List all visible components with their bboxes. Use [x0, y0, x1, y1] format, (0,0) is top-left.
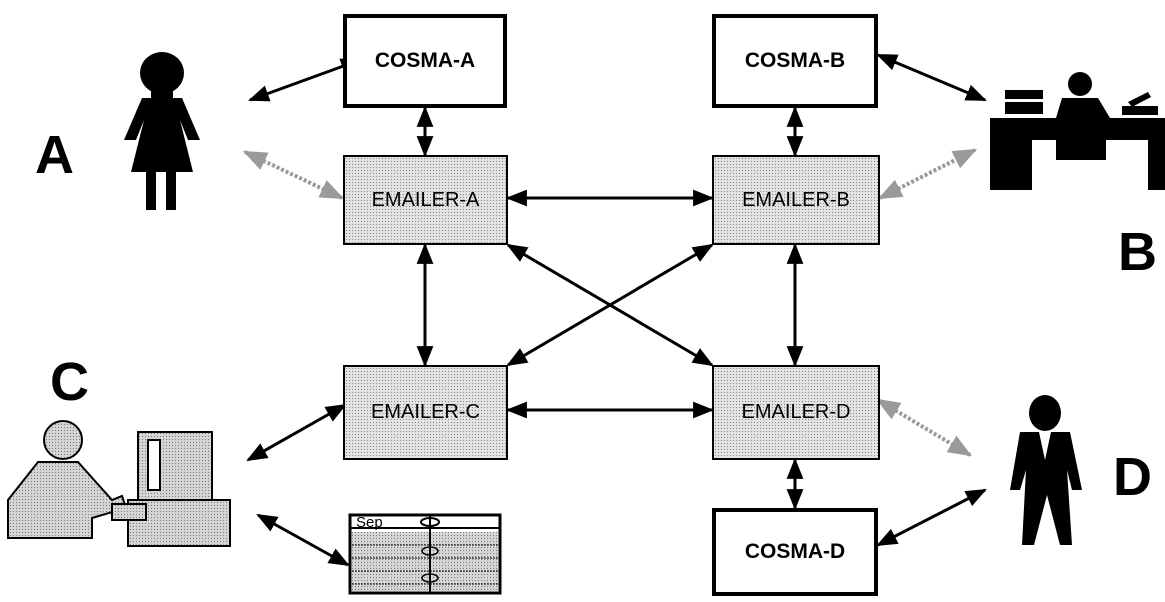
- actor-d-label: D: [1113, 447, 1152, 507]
- cosma-b-box[interactable]: COSMA-B: [712, 14, 878, 108]
- cosma-d-box[interactable]: COSMA-D: [712, 508, 878, 596]
- actor-a-label: A: [35, 125, 74, 185]
- arrow-actor-a-cosma-a: [248, 58, 362, 102]
- dashed-arrow-emailer-b-actor-b: [877, 148, 978, 200]
- emailer-d-box[interactable]: EMAILER-D: [712, 365, 880, 460]
- cosma-d-label: COSMA-D: [744, 540, 846, 563]
- emailer-b-label: EMAILER-B: [742, 188, 850, 211]
- cosma-a-label: COSMA-A: [374, 49, 476, 72]
- arrow-cosma-d-actor-d: [876, 488, 987, 547]
- emailer-a-box[interactable]: EMAILER-A: [343, 155, 508, 245]
- actor-c-label: C: [50, 352, 89, 412]
- actor-b-label: B: [1118, 222, 1157, 282]
- emailer-a-label: EMAILER-A: [371, 188, 480, 211]
- computer-user-icon: [7, 420, 231, 547]
- calendar-icon: Sep: [348, 513, 502, 595]
- emailer-c-label: EMAILER-C: [371, 401, 480, 423]
- woman-icon: [124, 52, 200, 210]
- cosma-b-label: COSMA-B: [744, 49, 846, 72]
- man-icon: [1010, 395, 1082, 545]
- arrow-emailer-b-emailer-c: [506, 243, 714, 367]
- emailer-d-label: EMAILER-D: [741, 401, 851, 423]
- emailer-b-box[interactable]: EMAILER-B: [712, 155, 880, 245]
- calendar-month-label: Sep: [356, 514, 383, 531]
- emailer-c-box[interactable]: EMAILER-C: [343, 365, 508, 460]
- office-worker-at-desk-icon: [990, 72, 1165, 190]
- dashed-arrow-actor-a-emailer-a: [242, 150, 345, 200]
- arrow-cosma-b-actor-b: [876, 53, 987, 102]
- dashed-arrow-emailer-d-actor-d: [875, 398, 973, 457]
- cosma-a-box[interactable]: COSMA-A: [343, 14, 507, 108]
- arrow-emailer-c-actor-c: [246, 403, 347, 462]
- arrow-actor-c-calendar: [256, 513, 350, 567]
